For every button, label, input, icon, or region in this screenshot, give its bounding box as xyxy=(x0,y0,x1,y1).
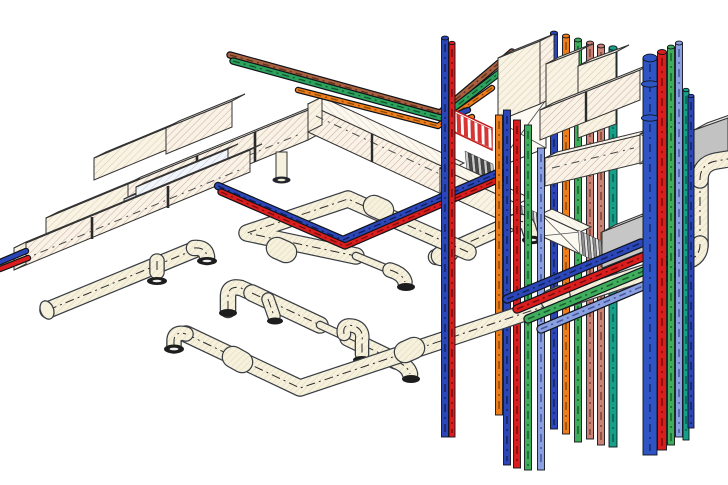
round-duct-coupling xyxy=(221,345,254,374)
support-foot-slit xyxy=(277,178,286,182)
diffuser-foot-slit xyxy=(202,259,212,263)
duct-blue-hatch-front-top xyxy=(135,143,239,188)
diffuser-foot xyxy=(219,309,237,317)
round-duct-coupling xyxy=(362,194,395,222)
branch-pipe-red xyxy=(512,248,657,314)
duct-centerline xyxy=(21,167,245,261)
riser-green-3 xyxy=(667,44,675,446)
round-duct-hook xyxy=(336,318,370,362)
riser-pair-blue xyxy=(441,35,449,438)
riser-pair-red xyxy=(448,40,456,438)
rack-pipe-orange xyxy=(294,84,496,130)
round-duct-coupling xyxy=(393,336,426,364)
branch-pipe-blue xyxy=(502,238,646,304)
diffuser-foot-slit xyxy=(169,347,179,351)
riser-blue-2 xyxy=(503,109,511,466)
damper-x-brace xyxy=(540,213,581,255)
round-duct-drop xyxy=(261,292,281,323)
duct-left-box-b-top xyxy=(165,93,246,129)
damper-box-3-top xyxy=(539,208,593,233)
rack-pipe-brown xyxy=(226,48,516,117)
round-duct-arch xyxy=(219,279,261,319)
equipment-box-right-top xyxy=(693,115,728,131)
rack-pipe-green xyxy=(229,57,507,122)
round-duct-open-end xyxy=(39,300,55,320)
riser-periwinkle-2 xyxy=(675,40,683,438)
pipe-coupling-ring xyxy=(640,80,660,88)
drawing-layers xyxy=(0,30,728,471)
stub-pipe-red xyxy=(0,254,32,273)
duct-center-main-endcap xyxy=(307,96,323,133)
round-duct-right-top-elbow xyxy=(691,150,728,189)
riser-green-2 xyxy=(524,124,532,471)
branch-pipe-green xyxy=(523,258,668,324)
duct-left-box-c-top xyxy=(45,177,141,219)
pipe-coupling-ring xyxy=(640,114,660,122)
round-duct-elbow-end xyxy=(166,325,194,354)
riser-big-blue xyxy=(642,53,658,456)
duct-tall-box-b-top xyxy=(545,43,593,65)
diffuser-foot xyxy=(267,317,283,325)
round-duct-end-elbow xyxy=(185,239,216,266)
round-duct-elbow-down xyxy=(382,262,413,290)
round-duct-run-1 xyxy=(39,240,205,319)
riser-red-2 xyxy=(657,49,667,451)
riser-orange-2 xyxy=(495,114,503,416)
round-duct-coupling xyxy=(265,236,298,264)
duct-centerline xyxy=(315,115,445,177)
duct-left-main-front xyxy=(13,149,251,271)
duct-centerline xyxy=(551,147,635,169)
stub-pipe-blue xyxy=(0,247,30,266)
duct-centerline xyxy=(135,133,301,203)
riser-blue-3 xyxy=(687,93,695,429)
duct-support-leg xyxy=(275,151,288,179)
diffuser-foot xyxy=(397,283,415,291)
diffuser-foot-slit xyxy=(152,279,162,283)
duct-slab-top xyxy=(577,44,630,67)
diffuser-foot xyxy=(402,375,420,383)
